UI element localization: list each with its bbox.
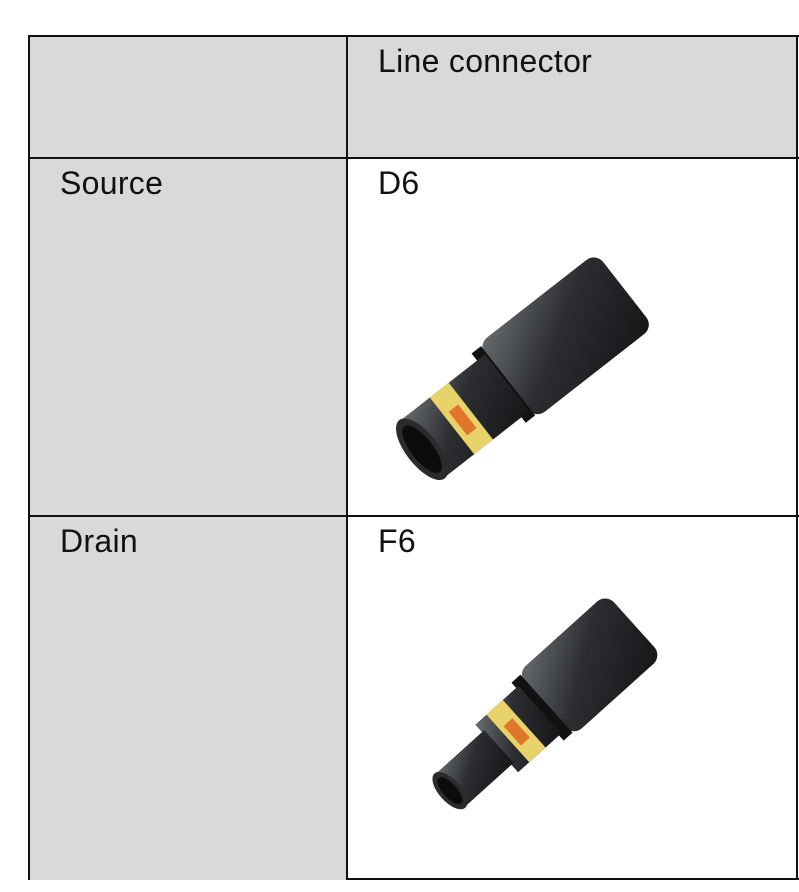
row-drain-label-cell: Drain xyxy=(30,517,346,880)
row-divider xyxy=(30,157,799,159)
column-divider xyxy=(796,37,798,878)
row-drain-label: Drain xyxy=(60,523,138,559)
header-line-connector: Line connector xyxy=(348,37,798,157)
connector-table: Line connector Source D6 Drain F6 xyxy=(28,35,799,880)
row-divider xyxy=(30,515,799,517)
row-drain-connector-cell: F6 xyxy=(348,517,798,880)
row-source-label: Source xyxy=(60,165,164,201)
header-line-connector-text: Line connector xyxy=(378,43,593,79)
line-connector-f6-image xyxy=(432,598,658,810)
line-connector-d6-image xyxy=(396,257,649,481)
row-source-connector-cell: D6 xyxy=(348,159,798,515)
row-source-label-cell: Source xyxy=(30,159,346,515)
row-drain-connector: F6 xyxy=(378,523,416,559)
column-divider xyxy=(346,37,348,878)
row-source-connector: D6 xyxy=(378,165,420,201)
header-corner-cell xyxy=(30,37,346,157)
